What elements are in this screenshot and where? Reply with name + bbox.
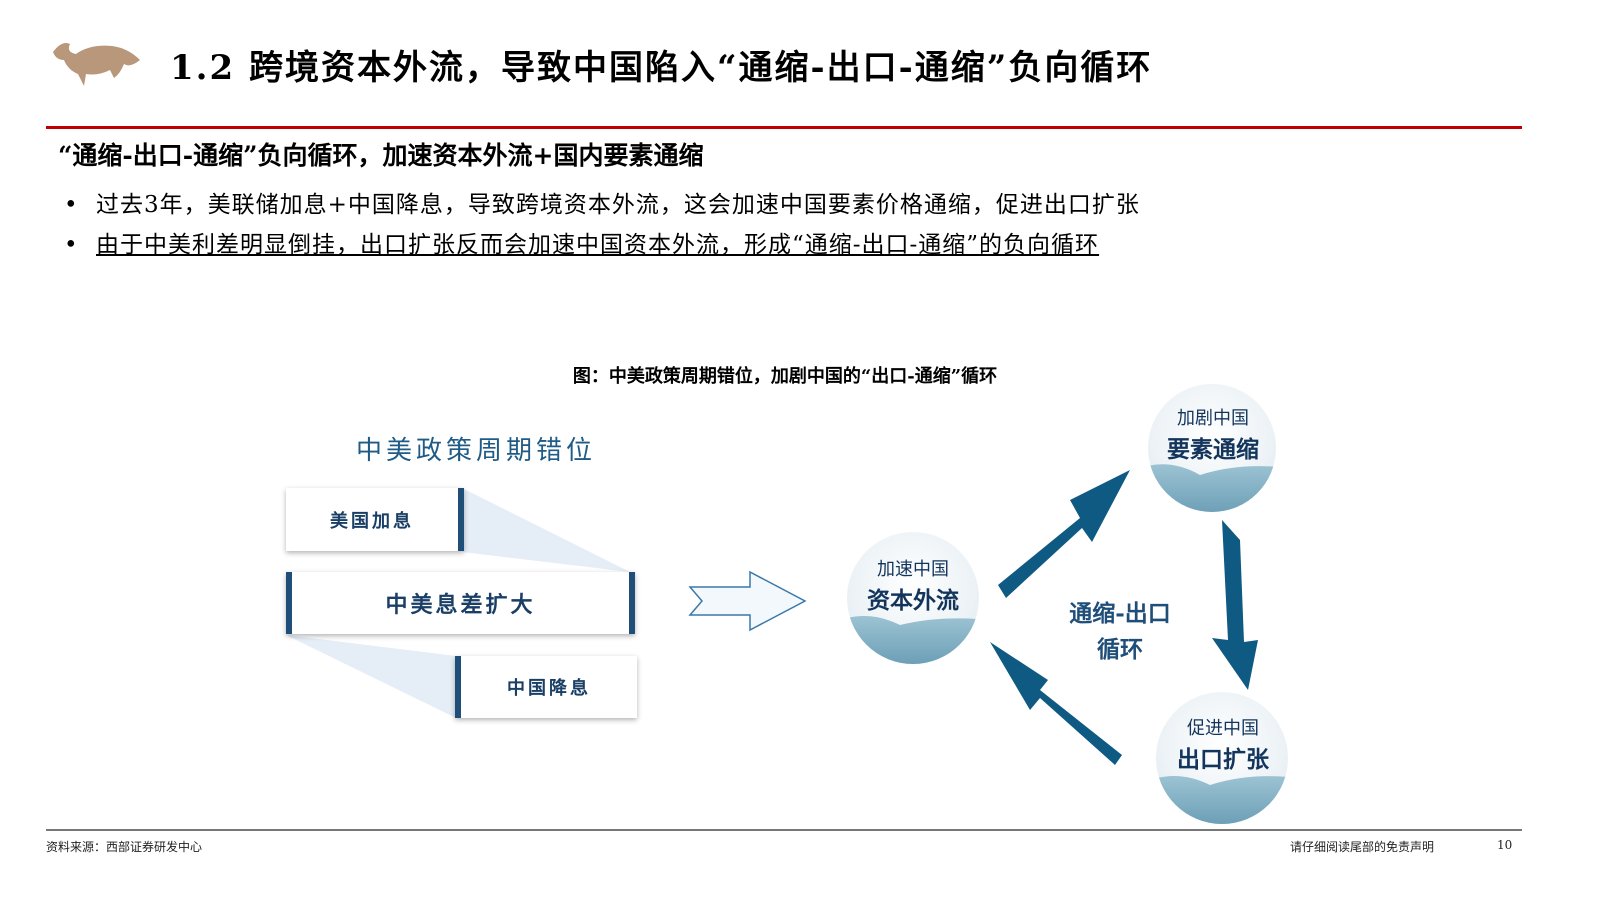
node-factor-deflation: 加剧中国要素通缩 (1167, 408, 1259, 463)
node-export-expansion: 促进中国出口扩张 (1177, 718, 1269, 773)
node-capital-outflow-circle (847, 532, 979, 664)
arrow-factor-to-export (1212, 520, 1258, 690)
figure-caption: 图：中美政策周期错位，加剧中国的“出口-通缩”循环 (572, 366, 998, 387)
page-title: 1.2 跨境资本外流，导致中国陷入“通缩-出口-通缩”负向循环 (170, 48, 1153, 88)
source-note: 资料来源：西部证券研发中心 (46, 840, 203, 854)
page-number: 10 (1497, 838, 1513, 852)
right-arrow-icon (688, 570, 807, 632)
box-spread-widening: 中美息差扩大 (286, 572, 635, 634)
policy-connectors (286, 488, 807, 718)
bullet-item: •过去3年，美联储加息+中国降息，导致跨境资本外流，这会加速中国要素价格通缩，促… (64, 192, 1140, 218)
bull-logo-icon (53, 43, 140, 86)
bullet-item: •由于中美利差明显倒挂，出口扩张反而会加速中国资本外流，形成“通缩-出口-通缩”… (64, 232, 1100, 258)
node-capital-outflow: 加速中国资本外流 (867, 559, 959, 614)
arrow-capital-to-factor (998, 470, 1130, 598)
box-us-rate-hike: 美国加息 (286, 488, 464, 551)
left-diagram-heading: 中美政策周期错位 (356, 436, 597, 466)
disclaimer-note: 请仔细阅读尾部的免责声明 (1290, 840, 1435, 854)
cycle-center-label: 通缩-出口循环 (1069, 600, 1171, 663)
cycle-arrows (847, 384, 1288, 824)
arrow-export-to-capital (990, 642, 1122, 765)
title-divider (46, 126, 1522, 129)
footer-divider (46, 829, 1522, 831)
box-china-rate-cut: 中国降息 (455, 656, 637, 718)
node-factor-deflation-circle (1148, 384, 1276, 512)
node-export-expansion-circle (1156, 692, 1288, 824)
section-subtitle: “通缩-出口-通缩”负向循环，加速资本外流+国内要素通缩 (58, 141, 704, 170)
